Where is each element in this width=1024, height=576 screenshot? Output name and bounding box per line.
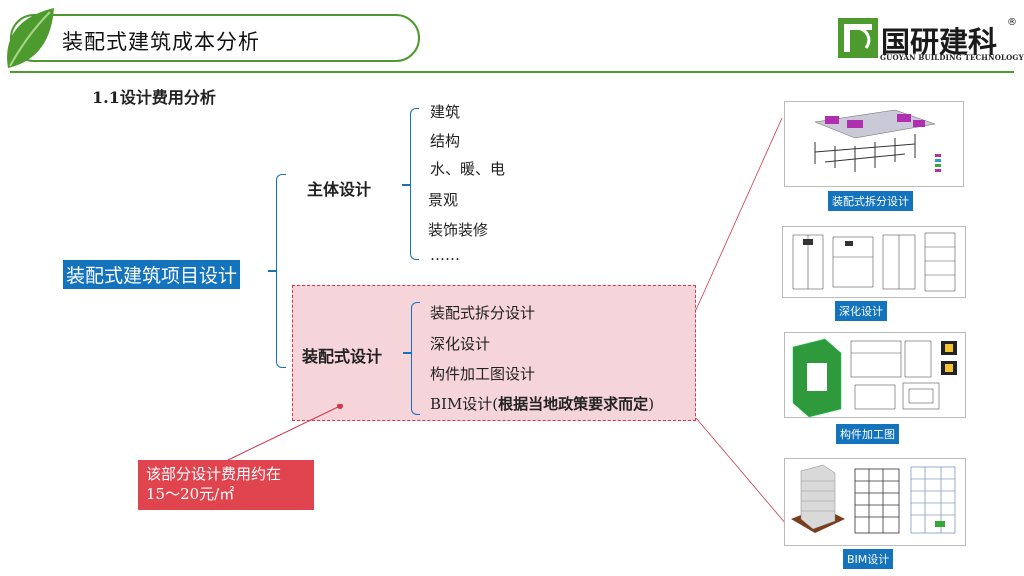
prefab-design-node: 装配式设计	[302, 347, 383, 366]
logo-subtitle: GUOYAN BUILDING TECHNOLOGY	[880, 53, 1024, 62]
main-item-structure: 结构	[430, 132, 461, 150]
detailed-design-drawing-icon	[792, 232, 956, 292]
prefab-item-bim: BIM设计(根据当地政策要求而定)	[430, 393, 654, 414]
prefab-item-detail: 深化设计	[430, 335, 491, 353]
root-node: 装配式建筑项目设计	[63, 260, 241, 289]
bim-condition: 根据当地政策要求而定	[498, 395, 649, 413]
bim-prefix: BIM设计(	[430, 395, 499, 413]
prefab-item-component: 构件加工图设计	[430, 365, 536, 383]
page-title: 装配式建筑成本分析	[62, 30, 260, 54]
main-item-landscape: 景观	[428, 191, 459, 209]
caption-detail-design: 深化设计	[835, 301, 887, 321]
main-item-architecture: 建筑	[430, 103, 461, 121]
main-design-brace	[410, 108, 419, 260]
bim-model	[784, 458, 966, 546]
cost-note-line1: 该部分设计费用约在	[146, 465, 282, 483]
main-design-brace-tick	[402, 184, 411, 186]
title-banner	[10, 14, 420, 62]
root-brace-tick	[268, 270, 277, 272]
main-item-ellipsis: ……	[430, 246, 460, 264]
logo-name: 国研建科	[881, 25, 998, 59]
registered-mark: ®	[1007, 17, 1017, 28]
note-pointer	[227, 404, 343, 461]
caption-component-drawing: 构件加工图	[836, 424, 899, 444]
caption-bim-design: BIM设计	[843, 549, 894, 569]
section-title: 1.1设计费用分析	[92, 88, 216, 107]
component-drawing	[784, 332, 966, 418]
main-item-decoration: 装饰装修	[428, 221, 489, 239]
cost-note-line2: 15～20元/㎡	[146, 485, 235, 503]
root-brace	[276, 174, 286, 368]
cost-note: 该部分设计费用约在 15～20元/㎡	[138, 460, 314, 510]
prefab-item-split: 装配式拆分设计	[430, 304, 536, 322]
split-design-drawing-icon	[814, 109, 941, 172]
prefab-design-panel	[292, 285, 696, 421]
detailed-design-drawing	[782, 226, 966, 298]
prefab-design-brace	[411, 302, 420, 415]
caption-split-design: 装配式拆分设计	[828, 191, 913, 211]
main-item-mep: 水、暖、电	[430, 160, 506, 178]
split-design-drawing	[784, 101, 964, 187]
header-divider	[10, 71, 1014, 73]
component-drawing-icon	[792, 338, 957, 418]
logo-icon	[838, 18, 878, 58]
bim-model-icon	[791, 464, 956, 534]
bim-suffix: )	[648, 395, 655, 413]
leaf-icon	[7, 8, 54, 68]
prefab-design-brace-tick	[403, 352, 412, 354]
main-design-node: 主体设计	[307, 180, 372, 199]
